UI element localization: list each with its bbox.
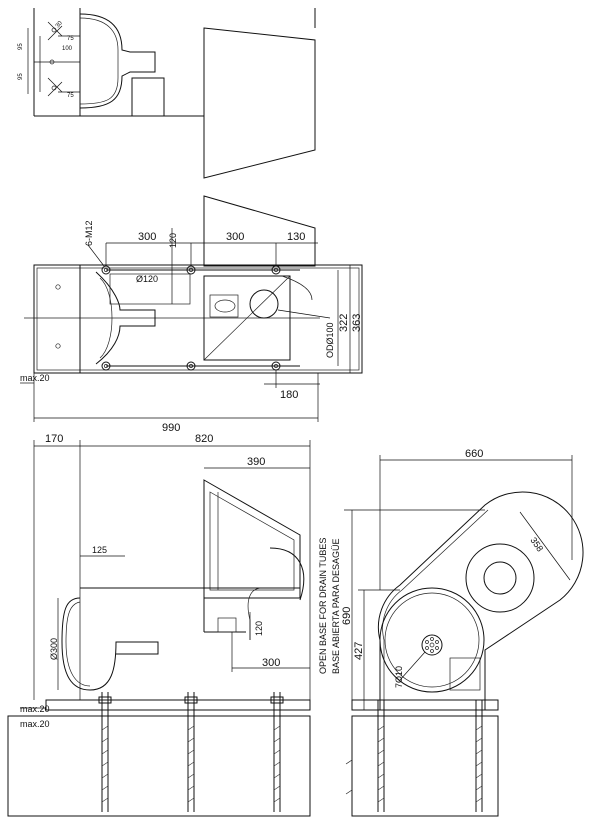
plan-dim-363: 363 (351, 314, 363, 332)
side-view: 170 820 390 125 Ø300 120 300 OPEN BASE F… (7, 433, 341, 817)
side-dim-390: 390 (247, 456, 265, 468)
plan-bolt-label: 6-M12 (84, 220, 94, 246)
plan-dim-130: 130 (287, 231, 305, 243)
plan-max20: max.20 (20, 373, 50, 383)
top-view: 95 95 100 75 75 30 (18, 8, 316, 179)
side-note-en: OPEN BASE FOR DRAIN TUBES (318, 538, 328, 674)
side-dim-120: 120 (254, 621, 264, 636)
side-dim-820: 820 (195, 433, 213, 445)
plan-dim-990: 990 (162, 422, 180, 434)
end-dim-holes: 7Ø10 (394, 666, 404, 688)
plan-dim-180: 180 (280, 389, 298, 401)
top-dim-95a: 95 (18, 43, 24, 50)
end-dim-690: 690 (341, 607, 353, 625)
side-dim-300: 300 (262, 657, 280, 669)
plan-outlet-dia: ODØ100 (325, 322, 335, 358)
side-dim-125: 125 (92, 545, 107, 555)
end-dim-660: 660 (465, 448, 483, 460)
side-max20-top: max.20 (20, 704, 50, 714)
top-dim-30: 30 (55, 20, 64, 29)
plan-dim-300-left: 300 (138, 231, 156, 243)
plan-dim-322: 322 (338, 314, 350, 332)
side-anchor-bolts (98, 692, 284, 812)
side-dim-170: 170 (45, 433, 63, 445)
plan-hole-dia: Ø120 (136, 274, 158, 284)
end-anchor-bolts (377, 700, 483, 812)
end-drain-holes (421, 634, 443, 656)
plan-view: 6-M12 300 120 300 130 Ø120 ODØ100 322 36… (20, 195, 363, 434)
end-dim-358: 358 (528, 535, 545, 553)
top-dim-75b: 75 (67, 93, 74, 99)
top-dim-95b: 95 (18, 73, 24, 80)
side-note-es: BASE ABIERTA PARA DESAGÜE (331, 538, 341, 674)
plan-dim-300-right: 300 (226, 231, 244, 243)
side-max20-bottom: max.20 (20, 719, 50, 729)
end-dim-427: 427 (353, 642, 365, 660)
top-dim-100: 100 (62, 46, 73, 52)
side-dim-dia300: Ø300 (49, 638, 59, 660)
end-view: 660 358 690 427 7Ø10 (341, 448, 584, 817)
plan-dim-120-top: 120 (168, 233, 178, 248)
top-dim-75a: 75 (67, 36, 74, 42)
